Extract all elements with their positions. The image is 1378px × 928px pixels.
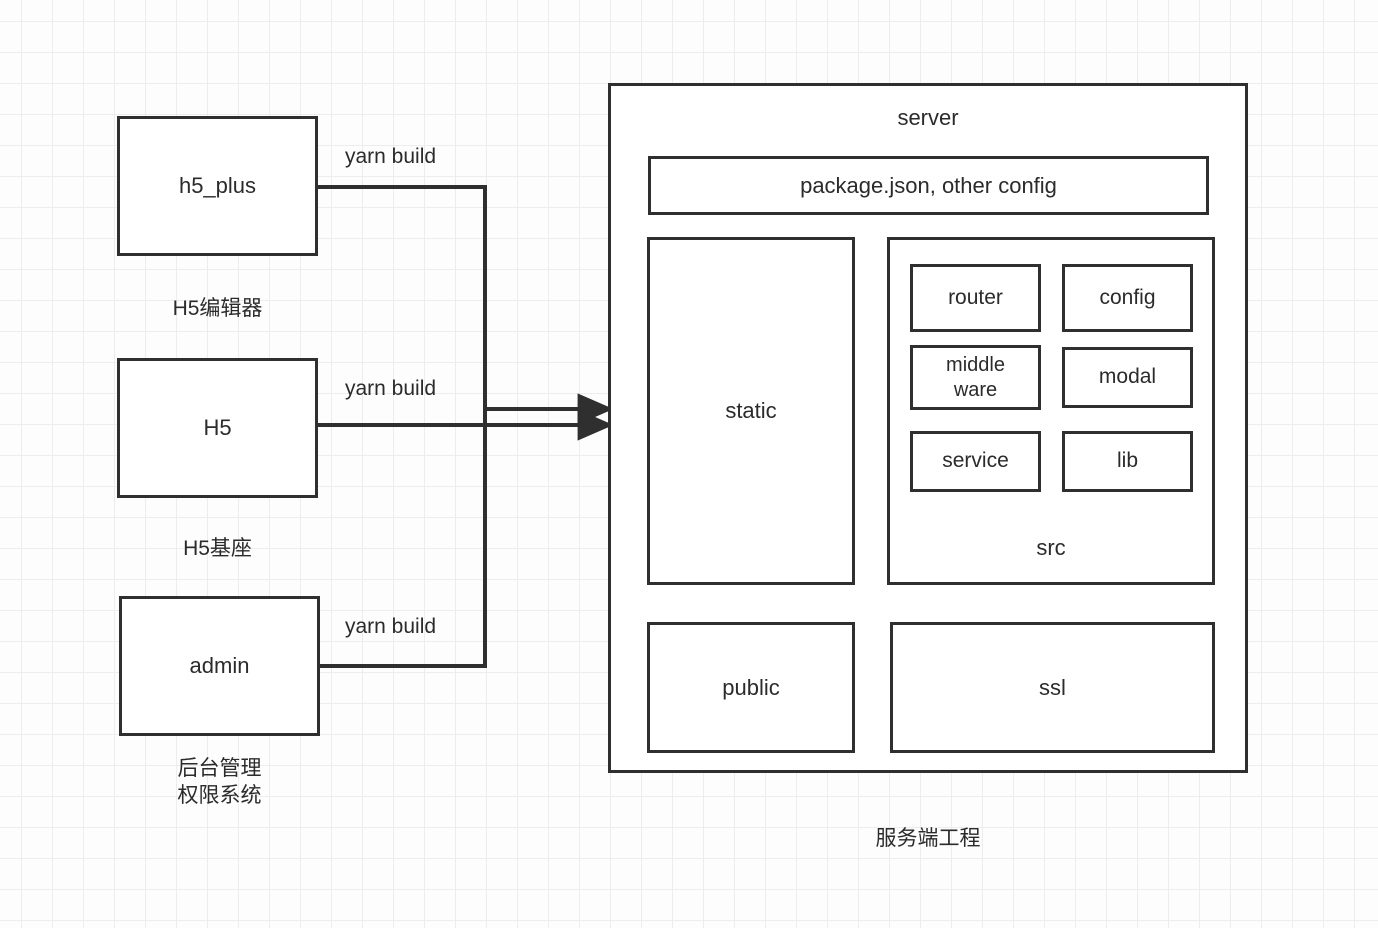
node-ssl[interactable]: ssl — [890, 622, 1215, 753]
node-router[interactable]: router — [910, 264, 1041, 332]
caption-admin: 后台管理 权限系统 — [177, 757, 262, 808]
caption-server: 服务端工程 — [875, 827, 981, 850]
node-middleware[interactable]: middle ware — [910, 345, 1041, 410]
node-admin-label: admin — [189, 653, 250, 679]
node-ssl-label: ssl — [1039, 674, 1066, 700]
caption-h5: H5基座 — [183, 537, 252, 560]
edge-label-admin: yarn build — [345, 615, 437, 638]
edge-label-h5-plus: yarn build — [345, 145, 437, 168]
node-middleware-label: middle ware — [946, 353, 1005, 401]
node-h5-plus-label: h5_plus — [178, 173, 257, 199]
node-router-label: router — [948, 285, 1003, 309]
container-src-title: src — [1036, 535, 1066, 560]
node-service[interactable]: service — [910, 431, 1041, 492]
node-modal-label: modal — [1098, 365, 1157, 389]
container-server-title: server — [897, 105, 959, 130]
node-config-label: config — [1099, 285, 1156, 309]
node-modal[interactable]: modal — [1062, 347, 1193, 408]
node-public-label: public — [722, 674, 780, 700]
node-package-config[interactable]: package.json, other config — [648, 156, 1209, 215]
node-static[interactable]: static — [647, 237, 855, 585]
edge-label-h5: yarn build — [345, 377, 437, 400]
node-lib[interactable]: lib — [1062, 431, 1193, 492]
wire-h5plus-to-static — [318, 185, 614, 425]
node-admin[interactable]: admin — [119, 596, 320, 736]
node-h5-plus[interactable]: h5_plus — [117, 116, 318, 256]
node-config[interactable]: config — [1062, 264, 1193, 332]
node-static-label: static — [725, 398, 777, 424]
node-h5-label: H5 — [203, 415, 232, 441]
node-public[interactable]: public — [647, 622, 855, 753]
node-service-label: service — [942, 449, 1009, 473]
node-lib-label: lib — [1116, 449, 1138, 473]
node-package-config-label: package.json, other config — [800, 172, 1057, 198]
node-h5[interactable]: H5 — [117, 358, 318, 498]
caption-h5-plus: H5编辑器 — [172, 297, 263, 320]
